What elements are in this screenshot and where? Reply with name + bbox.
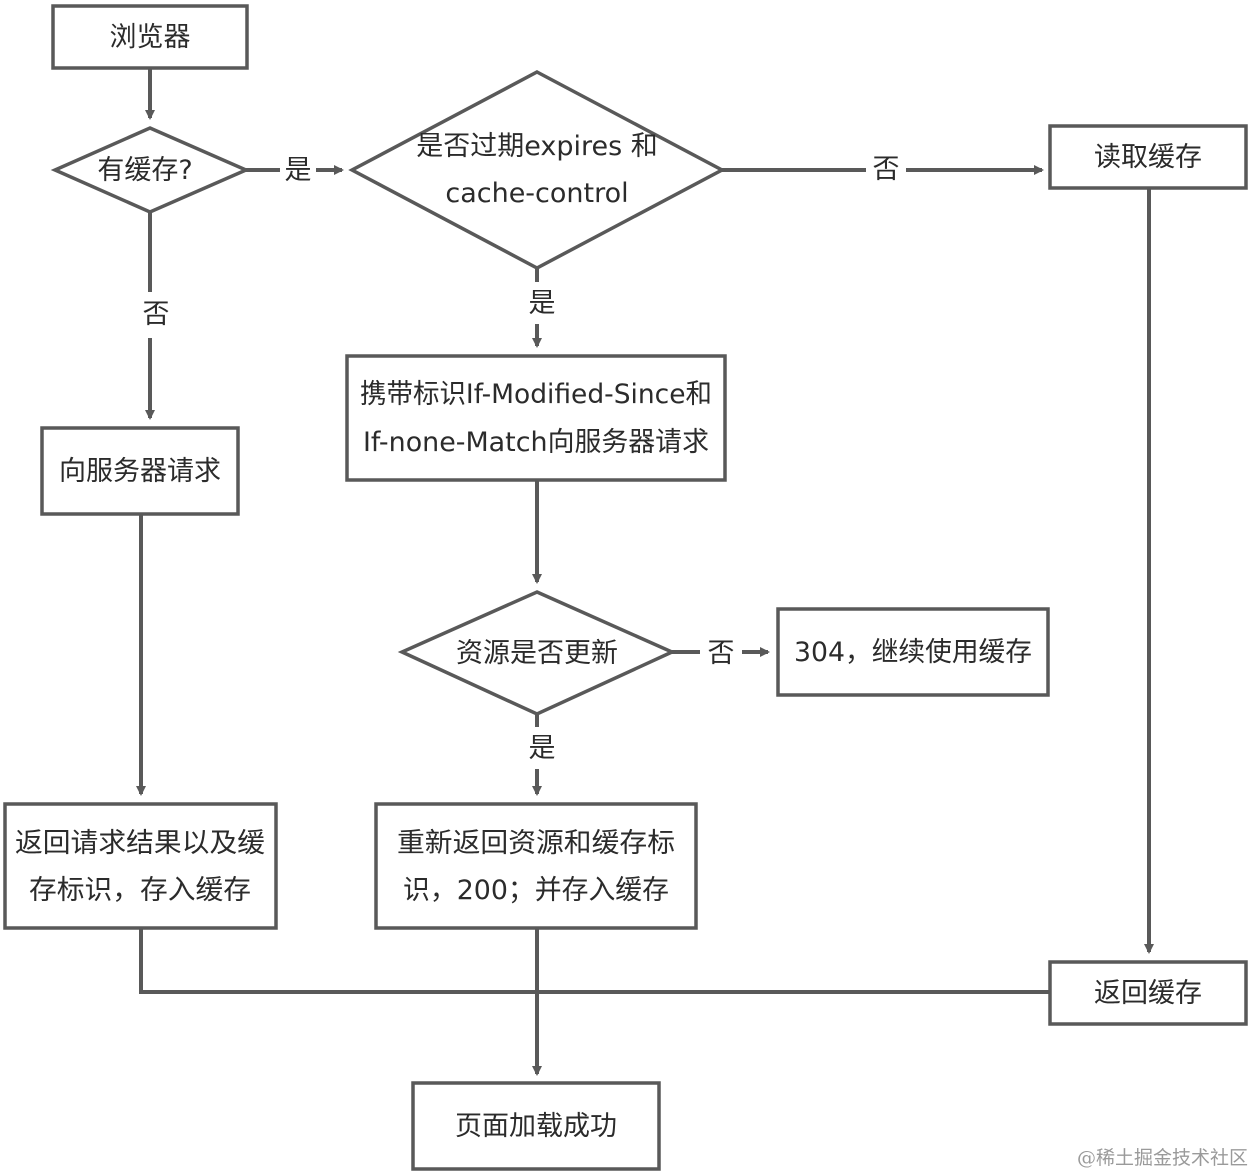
node-expired-label-line2: cache-control (445, 178, 628, 209)
node-conditional-label-line1: 携带标识If-Modified-Since和 (360, 379, 712, 410)
node-browser: 浏览器 (51, 4, 249, 70)
node-resend-label-line1: 重新返回资源和缓存标 (397, 828, 675, 859)
node-resend-resource: 重新返回资源和缓存标 识，200；并存入缓存 (374, 802, 698, 930)
node-return-cache: 返回缓存 (1048, 960, 1248, 1026)
node-request-server-label: 向服务器请求 (59, 456, 221, 487)
node-expired-label-line1: 是否过期expires 和 (416, 131, 658, 162)
node-read-cache: 读取缓存 (1048, 124, 1248, 190)
node-return-cache-label: 返回缓存 (1094, 978, 1202, 1009)
edge-label-no: 否 (708, 638, 735, 669)
node-request-server: 向服务器请求 (40, 426, 240, 516)
node-return-result-label-line2: 存标识，存入缓存 (29, 875, 251, 906)
node-browser-label: 浏览器 (110, 22, 191, 53)
node-page-loaded: 页面加载成功 (411, 1081, 661, 1171)
node-conditional-label-line2: If-none-Match向服务器请求 (363, 427, 709, 458)
node-has-cache: 有缓存? (50, 126, 251, 214)
edge-label-no: 否 (873, 154, 900, 185)
node-return-result-label-line1: 返回请求结果以及缓 (15, 828, 265, 859)
node-expired-check: 是否过期expires 和 cache-control (348, 70, 726, 270)
edge-label-no: 否 (143, 299, 170, 330)
node-has-cache-label: 有缓存? (97, 155, 192, 186)
node-read-cache-label: 读取缓存 (1094, 142, 1202, 173)
edge-label-yes: 是 (285, 155, 312, 186)
node-conditional-request: 携带标识If-Modified-Since和 If-none-Match向服务器… (345, 354, 727, 482)
node-resource-updated: 资源是否更新 (397, 590, 677, 716)
node-resource-updated-label: 资源是否更新 (456, 638, 618, 669)
node-resend-label-line2: 识，200；并存入缓存 (403, 875, 669, 906)
watermark: @稀土掘金技术社区 (1077, 1147, 1248, 1169)
edge-label-yes: 是 (529, 288, 556, 319)
edge-label-yes: 是 (529, 733, 556, 764)
node-not-modified: 304，继续使用缓存 (776, 607, 1050, 697)
node-page-loaded-label: 页面加载成功 (455, 1111, 617, 1142)
edge-return-result-merge (139, 928, 537, 994)
node-return-result: 返回请求结果以及缓 存标识，存入缓存 (3, 802, 278, 930)
node-not-modified-label: 304，继续使用缓存 (794, 637, 1032, 668)
